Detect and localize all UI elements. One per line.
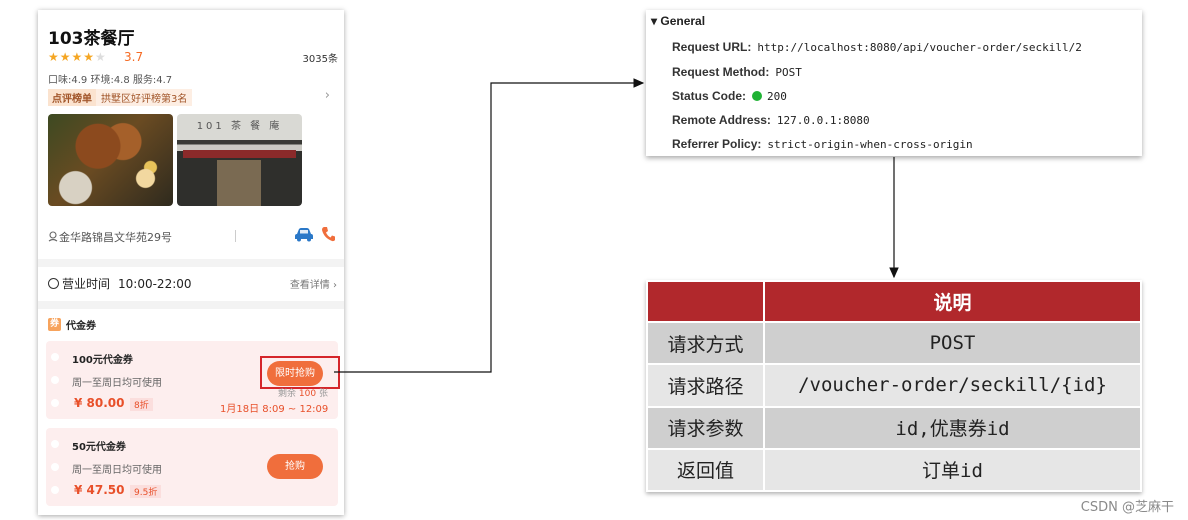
card-dot (51, 463, 59, 471)
row-label: 请求路径 (646, 363, 765, 408)
card-dot (51, 399, 59, 407)
review-count[interactable]: 3035条 (302, 54, 338, 65)
table-row: 请求参数 id,优惠券id (646, 405, 1142, 450)
storefront-door (217, 160, 261, 206)
storefront-awning (183, 150, 296, 158)
phone-icon[interactable] (321, 226, 335, 242)
row-label: 请求方式 (646, 321, 765, 366)
rank-tag: 点评榜单 (48, 88, 96, 106)
voucher-discount: 8折 (130, 398, 153, 411)
business-hours: 营业时间 10:00-22:00 (48, 275, 192, 292)
remote-address: 127.0.0.1:8080 (776, 113, 870, 127)
rating-value: 3.7 (124, 50, 144, 64)
voucher-desc: 周一至周日均可使用 (72, 378, 162, 389)
voucher-title: 100元代金券 (72, 355, 133, 366)
row-value: /voucher-order/seckill/{id} (763, 363, 1142, 408)
voucher-card-50: 50元代金券 周一至周日均可使用 ¥ 47.50 9.5折 抢购 (46, 428, 338, 506)
referrer-policy: strict-origin-when-cross-origin (767, 137, 973, 151)
hours-time: 10:00-22:00 (118, 276, 192, 291)
row-value: POST (763, 321, 1142, 366)
storefront-photo[interactable]: 101 茶 餐 庵 (177, 114, 302, 206)
voucher-icon: 券 (48, 318, 61, 331)
shop-detail-panel: 103茶餐厅 ★★★★★ 3.7 3035条 口味:4.9 环境:4.8 服务:… (38, 10, 344, 515)
section-divider (38, 259, 344, 267)
status-ok-icon (752, 91, 763, 101)
table-header-desc: 说明 (763, 279, 1142, 324)
voucher-heading: 代金券 (66, 321, 96, 332)
status-code: 200 (767, 89, 787, 103)
card-dot (51, 486, 59, 494)
score-breakdown: 口味:4.9 环境:4.8 服务:4.7 (48, 75, 173, 86)
voucher-remaining: 剩余 100 张 (278, 389, 328, 399)
hours-label: 营业时间 (62, 277, 111, 291)
card-dot (51, 376, 59, 384)
card-dot (51, 440, 59, 448)
voucher-desc: 周一至周日均可使用 (72, 465, 162, 476)
voucher-price: ¥ 47.50 (74, 483, 125, 497)
card-dot (51, 353, 59, 361)
table-row: 返回值 订单id (646, 447, 1142, 493)
row-label: 返回值 (646, 447, 765, 493)
rating-stars: ★★★★★ (48, 50, 107, 64)
hours-details-link[interactable]: 查看详情 › (289, 280, 337, 291)
storefront-sign: 101 茶 餐 庵 (196, 121, 283, 132)
rank-banner[interactable]: 点评榜单 拱墅区好评榜第3名 (48, 88, 193, 106)
shop-address[interactable]: 金华路锦昌文华苑29号 (48, 229, 172, 245)
address-divider (235, 230, 236, 242)
voucher-price: ¥ 80.00 (74, 396, 125, 410)
request-method-row: Request Method: POST (672, 65, 802, 79)
row-value: id,优惠券id (763, 405, 1142, 450)
flash-sale-button[interactable]: 限时抢购 (267, 361, 323, 386)
devtools-general-panel: ▾ General Request URL: http://localhost:… (646, 10, 1142, 156)
section-divider (38, 301, 344, 309)
table-row: 请求路径 /voucher-order/seckill/{id} (646, 363, 1142, 408)
request-method: POST (775, 65, 802, 79)
voucher-section-title: 券 代金券 (48, 317, 96, 332)
remote-address-row: Remote Address: 127.0.0.1:8080 (672, 113, 870, 127)
status-code-row: Status Code: 200 (672, 89, 787, 103)
location-pin-icon (48, 231, 58, 242)
shop-title: 103茶餐厅 (48, 29, 135, 49)
table-row: 请求方式 POST (646, 321, 1142, 366)
food-photo[interactable] (48, 114, 173, 206)
clock-icon (48, 278, 59, 289)
request-url-row: Request URL: http://localhost:8080/api/v… (672, 40, 1082, 54)
voucher-valid-time: 1月18日 8:09 ~ 12:09 (220, 404, 329, 415)
voucher-discount: 9.5折 (130, 485, 162, 498)
watermark: CSDN @芝麻干 (1080, 500, 1174, 515)
voucher-card-100: 100元代金券 周一至周日均可使用 ¥ 80.00 8折 限时抢购 剩余 100… (46, 341, 340, 419)
row-label: 请求参数 (646, 405, 765, 450)
referrer-policy-row: Referrer Policy: strict-origin-when-cros… (672, 137, 973, 151)
chevron-right-icon[interactable]: › (324, 88, 330, 103)
request-url: http://localhost:8080/api/voucher-order/… (757, 40, 1082, 54)
api-spec-table: 说明 请求方式 POST 请求路径 /voucher-order/seckill… (646, 279, 1142, 493)
rank-text: 拱墅区好评榜第3名 (96, 88, 193, 106)
voucher-title: 50元代金券 (72, 442, 126, 453)
arrow-to-request (334, 78, 645, 373)
address-text: 金华路锦昌文华苑29号 (59, 231, 172, 244)
general-section-toggle[interactable]: ▾ General (651, 14, 706, 28)
car-icon[interactable] (294, 226, 314, 242)
table-header-empty (646, 279, 765, 324)
buy-button[interactable]: 抢购 (267, 454, 323, 479)
row-value: 订单id (763, 447, 1142, 493)
